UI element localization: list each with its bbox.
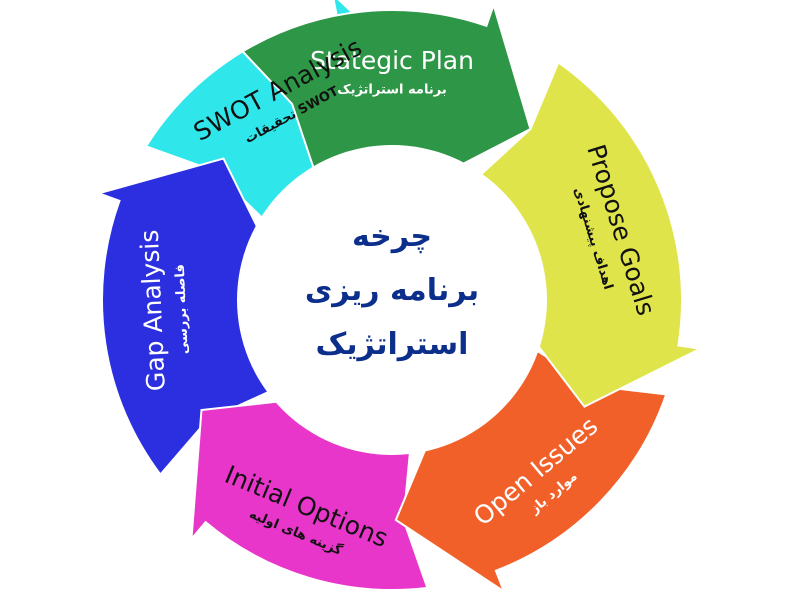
- label-fa-gap-analysis: فاصله بررسی: [173, 264, 192, 355]
- label-en-gap-analysis: Gap Analysis: [135, 229, 171, 392]
- label-fa-strategic-plan: برنامه استراتژیک: [337, 83, 446, 98]
- label-en-strategic-plan: Stategic Plan: [310, 46, 474, 75]
- cycle-segments: [95, 0, 704, 594]
- center-title-line-3: استراتژیک: [316, 327, 469, 362]
- center-title-line-1: چرخه: [352, 219, 432, 254]
- center-disc: [237, 145, 547, 455]
- center-title-line-2: برنامه ریزی: [305, 273, 479, 308]
